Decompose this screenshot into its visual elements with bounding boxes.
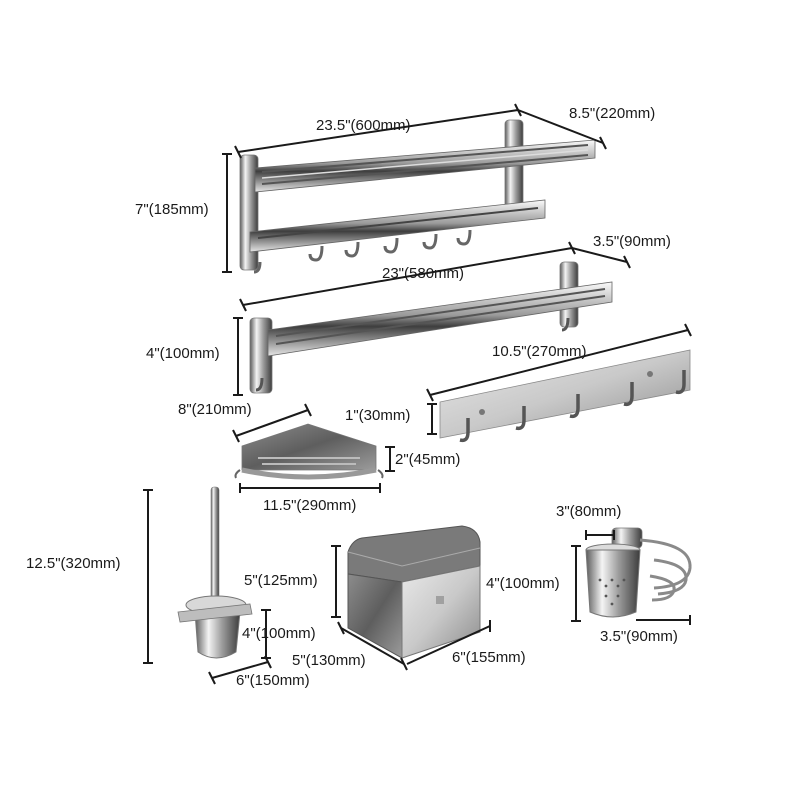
toilet-brush-height-label: 12.5"(320mm)	[26, 555, 121, 572]
toilet-brush-cup-height-label: 4"(100mm)	[242, 625, 316, 642]
hook-rail-image	[439, 349, 691, 443]
cup-holder-image	[585, 527, 692, 618]
large-rack-depth-label: 8.5"(220mm)	[569, 105, 656, 122]
small-rack-depth-label: 3.5"(90mm)	[593, 233, 671, 250]
cup-holder-height-label: 4"(100mm)	[486, 575, 560, 592]
cup-holder-top-width-label: 3"(80mm)	[556, 503, 622, 520]
hook-rail-width-label: 10.5"(270mm)	[492, 343, 587, 360]
large-rack-width-label: 23.5"(600mm)	[316, 117, 411, 134]
large-rack-height-label: 7"(185mm)	[135, 201, 209, 218]
hook-rail-height-label: 1"(30mm)	[345, 407, 411, 424]
corner-basket-depth-label: 8"(210mm)	[178, 401, 252, 418]
corner-basket-image	[234, 423, 384, 480]
small-towel-rack-image	[249, 261, 613, 394]
toilet-brush-image	[177, 486, 253, 659]
tissue-box-depth-label: 5"(130mm)	[292, 652, 366, 669]
small-rack-width-label: 23"(580mm)	[382, 265, 465, 282]
dimension-lines	[143, 103, 692, 685]
small-rack-height-label: 4"(100mm)	[146, 345, 220, 362]
tissue-box-width-label: 6"(155mm)	[452, 649, 526, 666]
large-towel-rack-image	[239, 119, 596, 274]
corner-basket-height-label: 2"(45mm)	[395, 451, 461, 468]
corner-basket-width-label: 11.5"(290mm)	[263, 497, 357, 514]
cup-holder-width-label: 3.5"(90mm)	[600, 628, 678, 645]
tissue-box-image	[347, 525, 481, 659]
toilet-brush-width-label: 6"(150mm)	[236, 672, 310, 689]
tissue-box-height-label: 5"(125mm)	[244, 572, 318, 589]
